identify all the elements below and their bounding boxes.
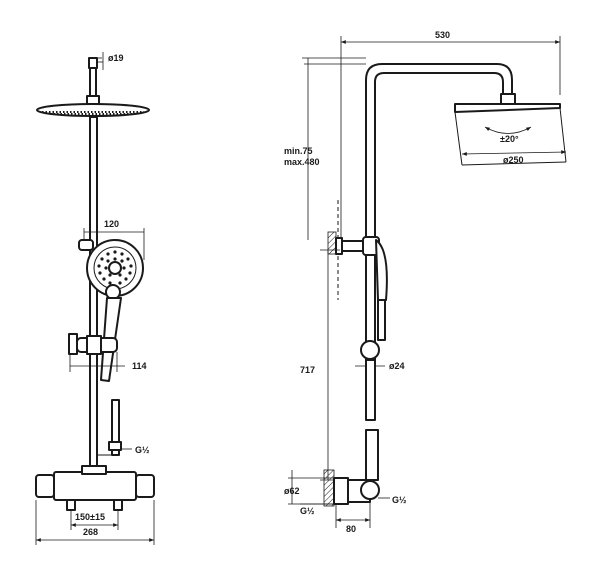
- mixer-top-outlet: [81, 465, 107, 475]
- mount-height-label: 717: [300, 365, 315, 375]
- wall-flange-label: ø62: [284, 486, 300, 496]
- head-tilt-label: ±20°: [500, 134, 519, 144]
- side-handshower: [375, 239, 388, 301]
- inlet-thread-side-right-label: G½: [392, 495, 407, 505]
- side-hose: [365, 429, 379, 481]
- dim-arm-length: 530: [340, 30, 561, 240]
- main-riser-pipe: [89, 116, 98, 473]
- total-width-label: 268: [83, 527, 98, 537]
- side-handshower-handle: [377, 299, 386, 341]
- inlet-thread-side-left-label: G½: [300, 506, 315, 516]
- spray-nozzles: [97, 250, 133, 285]
- front-view: ø19 120: [35, 52, 155, 545]
- height-adjust-max-label: max.480: [284, 157, 320, 167]
- mixer-handle-right: [135, 474, 155, 498]
- slider-offset-label: 114: [132, 361, 147, 371]
- mixer-body: [53, 471, 137, 501]
- inlet-right: [113, 499, 123, 511]
- inlet-left: [66, 499, 76, 511]
- dim-height-adjust: min.75 max.480: [284, 57, 366, 240]
- depth-label: 80: [346, 524, 356, 534]
- dim-inlet-thread-front: G½: [122, 445, 150, 455]
- dim-pipe-diameter: ø24: [355, 361, 405, 371]
- side-riser-outer: [365, 63, 513, 361]
- riser-cap: [88, 57, 98, 69]
- height-slider: [68, 333, 118, 355]
- side-mixer: [333, 477, 380, 505]
- thermostatic-mixer: [35, 465, 155, 511]
- dim-depth: 80: [335, 500, 371, 534]
- dim-inlet-thread-side-left: G½: [300, 503, 336, 516]
- height-adjust-min-label: min.75: [284, 146, 313, 156]
- rain-shower-head: [36, 103, 150, 117]
- pipe-diameter-label: ø24: [389, 361, 405, 371]
- side-mixer-knob: [360, 480, 380, 500]
- side-slider-knob: [360, 340, 380, 360]
- head-diameter-label: ø250: [503, 155, 524, 165]
- mixer-handle-left: [35, 474, 55, 498]
- wall-upper-hatch: [327, 231, 337, 255]
- handshower-button: [105, 284, 121, 300]
- side-mixer-flange: [333, 477, 349, 505]
- side-view: 530 ±20° ø250 min.75 max.480: [284, 30, 567, 534]
- side-rain-shower-head: ±20° ø250: [454, 103, 567, 166]
- side-lower-riser: [365, 359, 376, 421]
- dim-total-width: 268: [35, 500, 155, 545]
- hose-connector: [111, 399, 120, 456]
- hose-nut: [108, 441, 122, 451]
- dim-mount-height: 717: [300, 249, 340, 481]
- head-stem: [89, 67, 97, 97]
- dim-slider-offset: 114: [69, 352, 147, 372]
- inlet-thread-front-label: G½: [135, 445, 150, 455]
- side-head-connector: [500, 93, 516, 105]
- dim-inlet-thread-side-right: G½: [378, 495, 407, 505]
- side-riser-inner: [374, 72, 504, 361]
- hand-shower-head: [86, 239, 144, 300]
- wall-lower-hatch: [323, 469, 335, 507]
- inlet-centers-label: 150±15: [75, 512, 105, 522]
- riser-diameter-label: ø19: [108, 53, 124, 63]
- head-connector: [86, 95, 100, 105]
- handshower-bracket: [78, 239, 94, 251]
- handshower-width-label: 120: [104, 219, 119, 229]
- dim-riser-diameter: ø19: [89, 52, 124, 70]
- dim-handshower-width: 120: [83, 219, 145, 260]
- arm-length-label: 530: [435, 30, 450, 40]
- dim-inlet-centers: 150±15: [70, 510, 119, 530]
- upper-wall-bracket: [335, 236, 380, 256]
